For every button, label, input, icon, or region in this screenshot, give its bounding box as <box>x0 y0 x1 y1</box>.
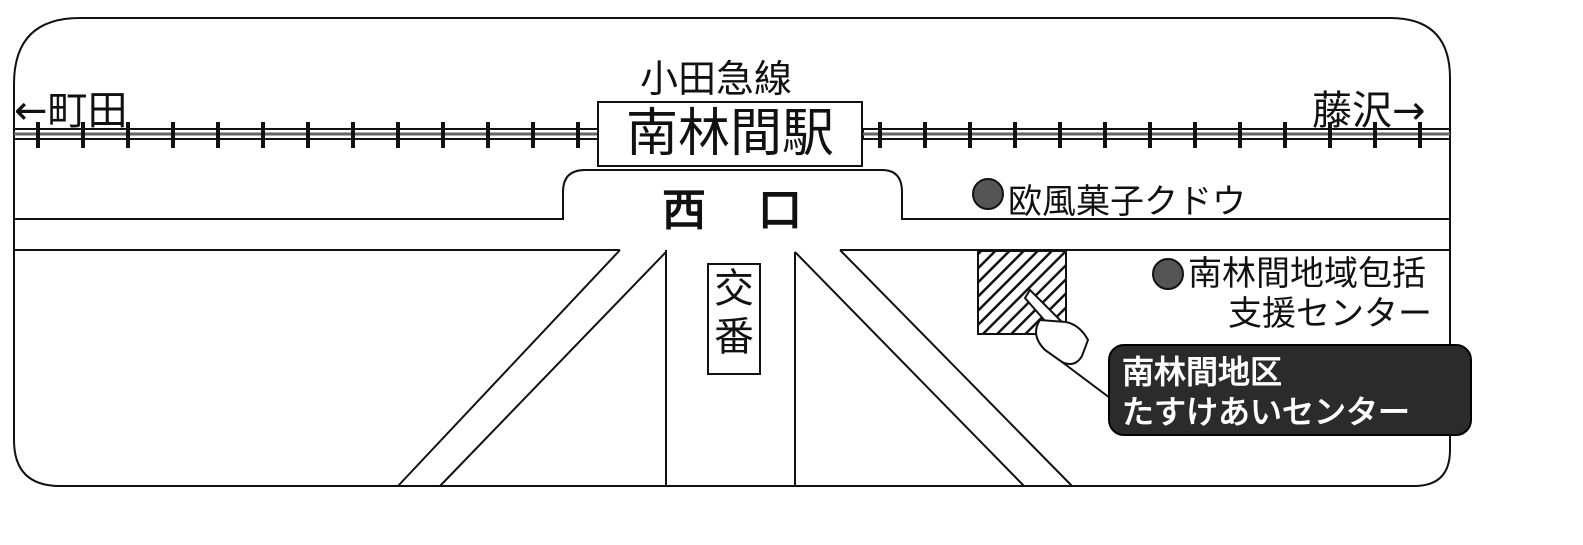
destination-name-line-1: 南林間地区 <box>1122 353 1283 391</box>
station-exit-char-1: 西 <box>662 185 706 236</box>
police-box-char-1: 交 <box>714 266 754 312</box>
landmark-dot-icon <box>972 178 1004 210</box>
landmark-kudou-label: 欧風菓子クドウ <box>1008 182 1246 222</box>
map-frame <box>13 17 1451 487</box>
support-center-label-line-2: 支援センター <box>1228 294 1432 334</box>
landmark-kudou: 欧風菓子クドウ <box>972 174 1246 223</box>
railway-track <box>13 122 1451 148</box>
police-box: 交 番 <box>707 263 761 375</box>
landmark-dot-icon <box>1152 258 1184 290</box>
destination-name-line-2: たすけあいセンター <box>1122 393 1411 431</box>
station-name: 南林間駅 <box>597 101 863 167</box>
destination-callout: 南林間地区 たすけあいセンター <box>1108 344 1472 436</box>
station-exit-char-2: 口 <box>758 185 802 236</box>
direction-machida: ←町田 <box>14 88 128 134</box>
roads <box>14 169 1450 487</box>
police-box-char-2: 番 <box>714 314 754 360</box>
direction-fujisawa: 藤沢→ <box>1312 88 1426 134</box>
landmark-support-center: 南林間地域包括 支援センター <box>1152 254 1432 334</box>
pointing-hand-icon <box>1023 288 1111 399</box>
destination-building <box>977 250 1067 335</box>
railway-line-name: 小田急線 <box>640 57 793 101</box>
support-center-label-line-1: 南林間地域包括 <box>1188 254 1426 294</box>
